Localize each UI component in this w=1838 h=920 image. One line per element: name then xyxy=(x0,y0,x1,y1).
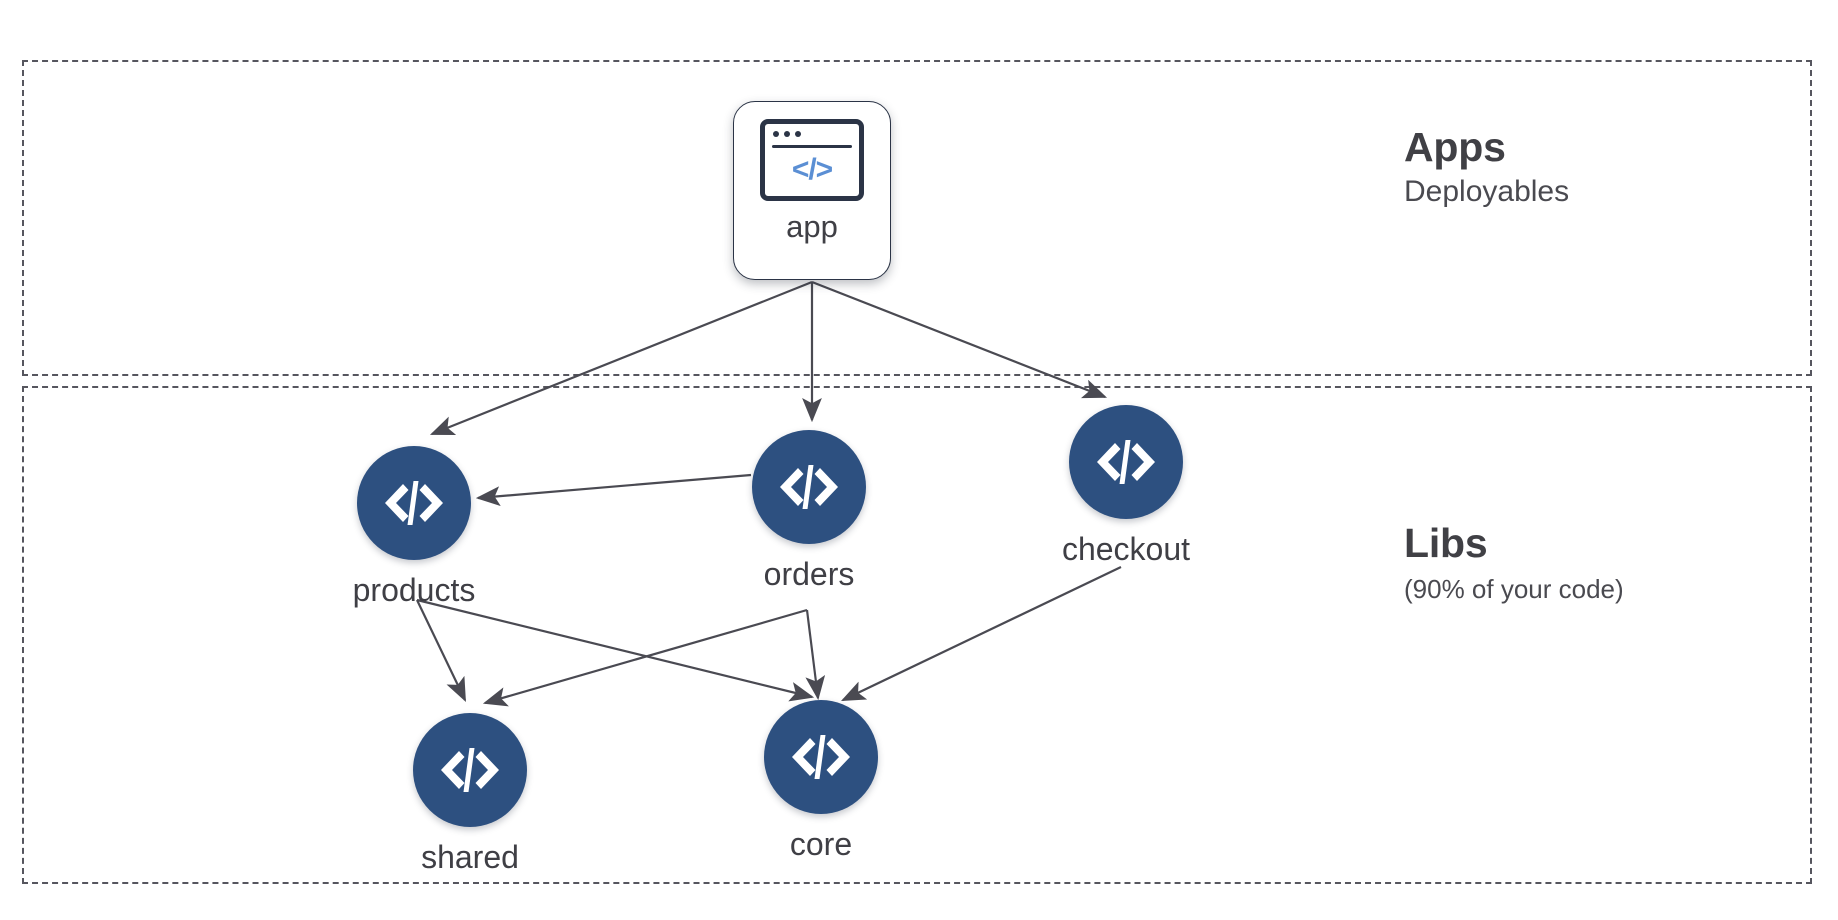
checkout-circle[interactable] xyxy=(1069,405,1183,519)
code-brackets-icon xyxy=(441,748,499,792)
code-brackets-icon xyxy=(385,481,443,525)
browser-divider xyxy=(772,145,852,148)
zone-libs-title: Libs xyxy=(1404,520,1488,566)
node-app-label: app xyxy=(786,209,838,244)
zone-libs xyxy=(22,386,1812,884)
code-brackets-icon xyxy=(792,735,850,779)
zone-apps-subtitle: Deployables xyxy=(1404,175,1570,209)
node-orders-label: orders xyxy=(763,556,855,592)
zone-apps-title: Apps xyxy=(1404,124,1506,170)
zone-apps xyxy=(22,60,1812,376)
node-app[interactable]: </> app xyxy=(733,101,891,280)
zone-caption-apps: Apps Deployables xyxy=(1404,124,1570,210)
code-brackets-icon xyxy=(1097,440,1155,484)
products-circle[interactable] xyxy=(357,446,471,560)
core-circle[interactable] xyxy=(764,700,878,814)
browser-code-icon: </> xyxy=(760,119,864,201)
node-checkout-label: checkout xyxy=(1061,531,1191,567)
zone-libs-subtitle: (90% of your code) xyxy=(1404,574,1624,605)
zone-caption-libs: Libs (90% of your code) xyxy=(1404,520,1624,605)
shared-circle[interactable] xyxy=(413,713,527,827)
node-shared-label: shared xyxy=(421,839,519,875)
orders-circle[interactable] xyxy=(752,430,866,544)
code-brackets-icon xyxy=(780,465,838,509)
node-products-label: products xyxy=(352,572,476,608)
browser-dots-icon xyxy=(773,131,801,137)
node-core-label: core xyxy=(789,826,853,862)
code-brackets-glyph: </> xyxy=(791,153,833,186)
